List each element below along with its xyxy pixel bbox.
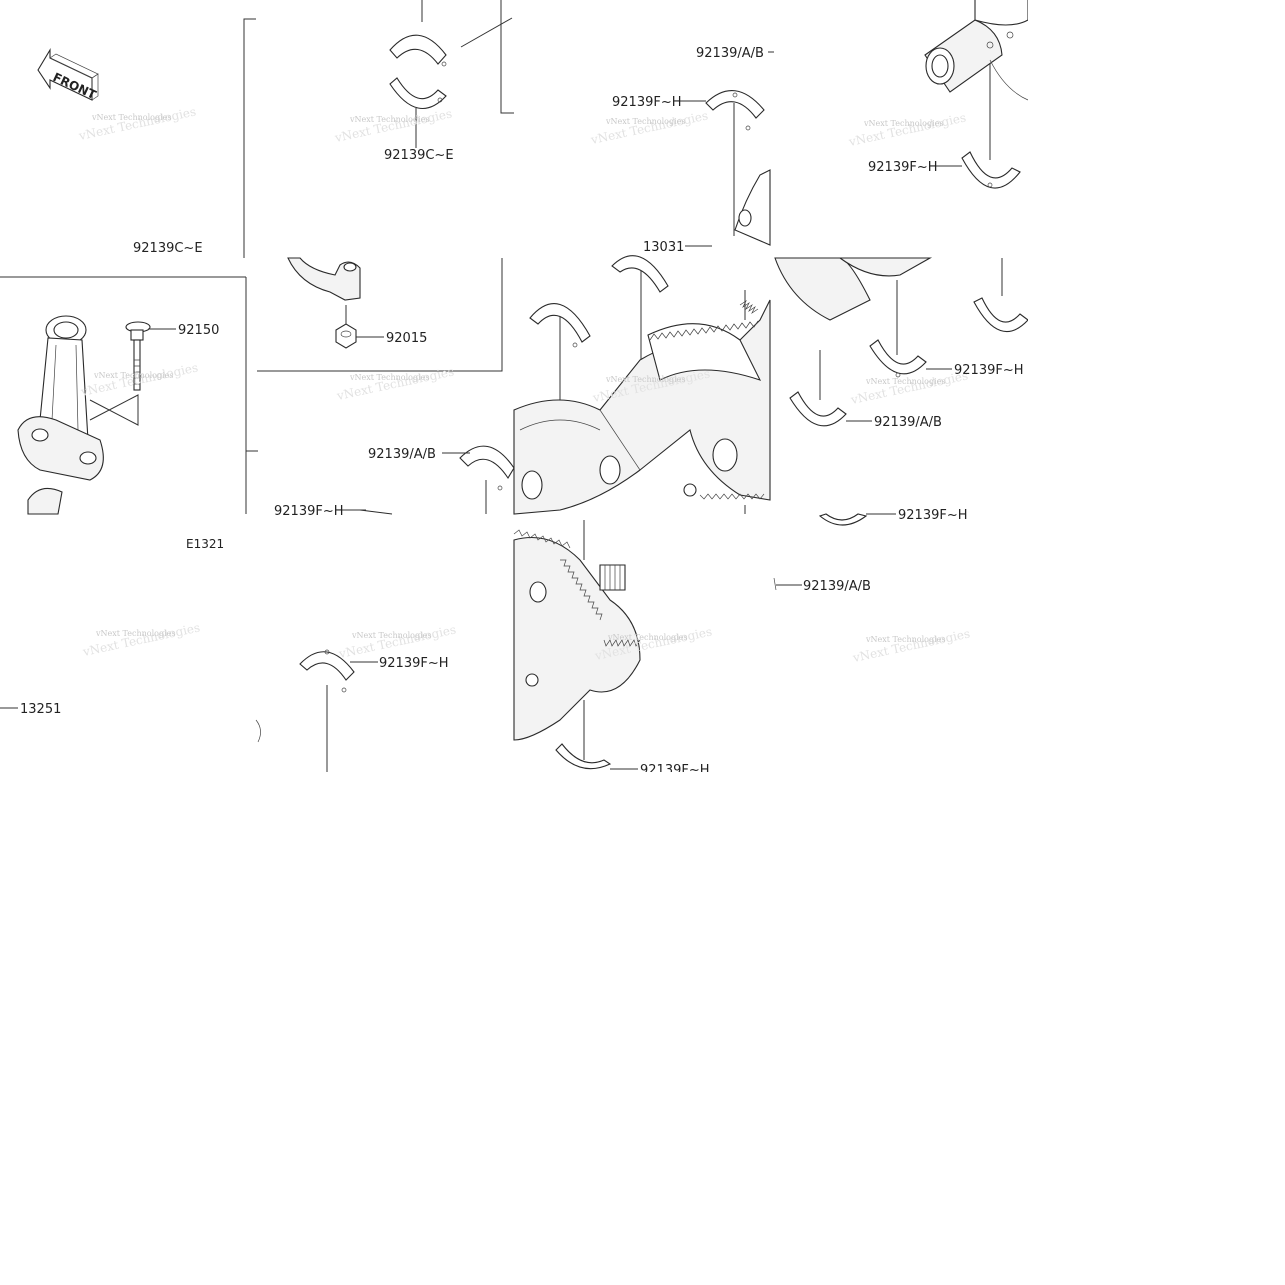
watermark-1: vNext Technologies [91, 113, 171, 122]
part-fragment-3 [773, 577, 777, 591]
bearing-shell-12 [818, 513, 868, 526]
crankshaft [513, 169, 933, 515]
part-label-92015: 92015 [386, 331, 427, 346]
watermark-10: vNext Technologies [351, 631, 431, 640]
watermark-2: vNext Technologies [349, 115, 429, 124]
bearing-shell-9 [459, 445, 515, 491]
diagram-code: E1321 [186, 537, 224, 551]
watermark-4b: vNext Technologies [847, 110, 967, 149]
bracket-lines [0, 0, 1003, 772]
connecting-rod [17, 315, 104, 515]
conrod-cap [287, 257, 361, 301]
bearing-shell-10 [299, 649, 355, 693]
part-fragment [359, 509, 393, 515]
bearing-shell-4 [611, 255, 669, 293]
bearing-shell-11 [555, 743, 612, 770]
watermark-8: vNext Technologies [865, 377, 945, 386]
part-label-13031: 13031 [643, 240, 684, 255]
watermark-9b: vNext Technologies [81, 620, 201, 659]
part-label-92139f-h-lower-right: 92139F~H [898, 508, 968, 523]
watermark-5: vNext Technologies [93, 371, 173, 380]
bearing-shell-8 [789, 391, 847, 427]
part-label-92139f-h-right: 92139F~H [868, 160, 938, 175]
part-label-92139f-h-upper: 92139F~H [612, 95, 682, 110]
part-label-92139ab-left: 92139/A/B [368, 447, 436, 462]
part-label-92139ab-mid: 92139/A/B [874, 415, 942, 430]
bearing-shell-6 [973, 297, 1029, 333]
watermark-8b: vNext Technologies [849, 368, 969, 407]
part-label-92139f-h-left: 92139F~H [274, 504, 344, 519]
crankshaft-end [924, 0, 1029, 101]
conrod-nut [335, 305, 357, 349]
front-arrow-icon: FRONT [37, 48, 99, 102]
watermark-3: vNext Technologies [605, 117, 685, 126]
watermark-2b: vNext Technologies [333, 106, 453, 145]
watermark-3b: vNext Technologies [589, 108, 709, 147]
leader-lines [0, 51, 962, 770]
bearing-shell-2 [705, 90, 765, 131]
watermark-9: vNext Technologies [95, 629, 175, 638]
part-label-92139f-h-lower: 92139F~H [379, 656, 449, 671]
part-label-92150: 92150 [178, 323, 219, 338]
part-label-13251: 13251 [20, 702, 61, 717]
watermark-6b: vNext Technologies [335, 364, 455, 403]
part-fragment-2 [255, 719, 261, 743]
bearing-shell-3 [961, 151, 1021, 189]
part-label-92139c-e-upper: 92139C~E [384, 148, 454, 163]
watermark-7: vNext Technologies [605, 375, 685, 384]
part-label-92139ab-upper: 92139/A/B [696, 46, 764, 61]
part-label-92139f-h-mid: 92139F~H [954, 363, 1024, 378]
watermark-11: vNext Technologies [607, 633, 687, 642]
watermark-4: vNext Technologies [863, 119, 943, 128]
part-label-92139c-e-left: 92139C~E [133, 241, 203, 256]
watermark-12: vNext Technologies [865, 635, 945, 644]
watermark-1b: vNext Technologies [77, 104, 197, 143]
watermark-6: vNext Technologies [349, 373, 429, 382]
bearing-shell-lower-1 [389, 77, 447, 109]
bearing-shell-7 [869, 339, 927, 378]
conrod-bolt [125, 321, 151, 391]
part-label-92139ab-lower: 92139/A/B [803, 579, 871, 594]
crankshaft-gear [513, 529, 641, 741]
bearing-shell-upper-1 [389, 34, 447, 67]
bearing-shell-5 [529, 303, 591, 348]
